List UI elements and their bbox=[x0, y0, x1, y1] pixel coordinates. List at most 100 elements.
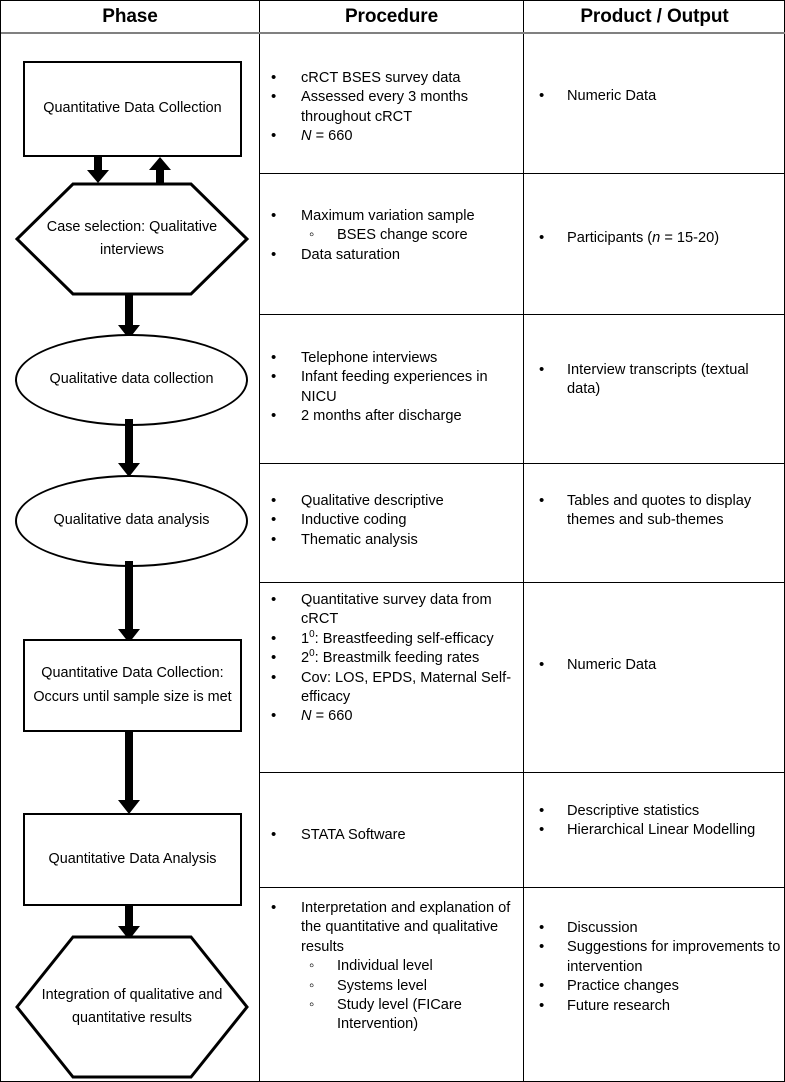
phase-ellipse-qualitative-data-collection: Qualitative data collection bbox=[15, 334, 248, 426]
product-cell-row2: Participants (n = 15-20) bbox=[523, 228, 785, 248]
phase-box-quantitative-data-collection-2: Quantitative Data Collection: Occurs unt… bbox=[23, 639, 242, 732]
bullet-list: Descriptive statistics Hierarchical Line… bbox=[523, 801, 785, 841]
label-text: Participants ( bbox=[567, 230, 653, 246]
procedure-cell-row2: Maximum variation sample BSES change sco… bbox=[259, 206, 523, 265]
phase-hexagon-label-2: Integration of qualitative and quantitat… bbox=[41, 986, 223, 1026]
bullet-list: cRCT BSES survey data Assessed every 3 m… bbox=[259, 68, 523, 147]
phase-box-quantitative-data-analysis: Quantitative Data Analysis bbox=[23, 813, 242, 906]
list-item: Discussion bbox=[523, 918, 785, 938]
row-divider-6 bbox=[259, 887, 785, 888]
procedure-cell-row6: STATA Software bbox=[259, 825, 523, 845]
row-divider-4 bbox=[259, 582, 785, 583]
bullet-list: Maximum variation sample BSES change sco… bbox=[259, 206, 523, 265]
list-item: Hierarchical Linear Modelling bbox=[523, 820, 785, 840]
bullet-list: Participants (n = 15-20) bbox=[523, 228, 785, 248]
row-divider-3 bbox=[259, 463, 785, 464]
table-header-row: Phase Procedure Product / Output bbox=[1, 1, 785, 34]
italic-n: N bbox=[301, 708, 312, 725]
product-cell-row3: Interview transcripts (textual data) bbox=[523, 360, 785, 400]
list-item: Maximum variation sample BSES change sco… bbox=[259, 206, 523, 246]
product-cell-row1: Numeric Data bbox=[523, 86, 785, 106]
arrow-down-6 bbox=[116, 904, 142, 940]
phase-ellipse-label: Qualitative data collection bbox=[49, 371, 214, 388]
sub-list-item: Systems level bbox=[301, 976, 523, 996]
phase-ellipse-label-2: Qualitative data analysis bbox=[53, 512, 210, 529]
phase-hexagon-integration: Integration of qualitative and quantitat… bbox=[15, 935, 249, 1079]
list-item: Future research bbox=[523, 996, 785, 1016]
bullet-list: Telephone interviews Infant feeding expe… bbox=[259, 348, 523, 427]
column-divider-2 bbox=[523, 34, 524, 1082]
list-item: Interview transcripts (textual data) bbox=[523, 360, 785, 400]
value-text: = 660 bbox=[311, 708, 353, 725]
list-item: Telephone interviews bbox=[259, 348, 523, 368]
arrow-down-5 bbox=[116, 730, 142, 814]
arrow-down-2 bbox=[116, 295, 142, 339]
phase-hexagon-label: Case selection: Qualitative interviews bbox=[46, 218, 218, 258]
list-item: Suggestions for improvements to interven… bbox=[523, 937, 785, 977]
list-item: Qualitative descriptive bbox=[259, 491, 523, 511]
superscript-zero: 0 bbox=[309, 628, 315, 640]
list-item: Tables and quotes to display themes and … bbox=[523, 491, 785, 531]
list-item: Interpretation and explanation of the qu… bbox=[259, 898, 523, 1035]
list-item: 2 months after discharge bbox=[259, 406, 523, 426]
list-item: N = 660 bbox=[259, 126, 523, 146]
objective-text: : Breastmilk feeding rates bbox=[314, 650, 480, 667]
bullet-list: Tables and quotes to display themes and … bbox=[523, 491, 785, 531]
phase-box-label-2: Quantitative Data Collection: Occurs unt… bbox=[33, 665, 232, 705]
product-cell-row5: Numeric Data bbox=[523, 655, 785, 675]
list-item: Infant feeding experiences in NICU bbox=[259, 367, 523, 407]
sub-list-item: Individual level bbox=[301, 956, 523, 976]
objective-text: : Breastfeeding self-efficacy bbox=[314, 630, 494, 647]
bullet-list: Numeric Data bbox=[523, 655, 785, 675]
list-item-text: Maximum variation sample bbox=[301, 208, 475, 224]
list-item: Data saturation bbox=[259, 245, 523, 265]
phase-ellipse-qualitative-data-analysis: Qualitative data analysis bbox=[15, 475, 248, 567]
sub-list-item: BSES change score bbox=[301, 225, 523, 245]
procedure-cell-row3: Telephone interviews Infant feeding expe… bbox=[259, 348, 523, 427]
list-item-text: Interpretation and explanation of the qu… bbox=[301, 900, 511, 955]
sub-list-item: Study level (FICare Intervention) bbox=[301, 995, 523, 1035]
procedure-cell-row1: cRCT BSES survey data Assessed every 3 m… bbox=[259, 68, 523, 147]
list-item: Participants (n = 15-20) bbox=[523, 228, 785, 248]
arrow-up-feedback-1 bbox=[147, 157, 173, 183]
list-item: Thematic analysis bbox=[259, 530, 523, 550]
phase-box-label-3: Quantitative Data Analysis bbox=[48, 850, 217, 867]
bullet-list: Interview transcripts (textual data) bbox=[523, 360, 785, 400]
arrow-down-3 bbox=[116, 419, 142, 477]
sub-bullet-list: Individual level Systems level Study lev… bbox=[301, 956, 523, 1035]
procedure-cell-row4: Qualitative descriptive Inductive coding… bbox=[259, 491, 523, 550]
list-item: Cov: LOS, EPDS, Maternal Self-efficacy bbox=[259, 668, 523, 708]
row-divider-2 bbox=[259, 314, 785, 315]
product-cell-row7: Discussion Suggestions for improvements … bbox=[523, 918, 785, 1016]
procedure-cell-row5: Quantitative survey data from cRCT 10: B… bbox=[259, 590, 523, 727]
list-item: Assessed every 3 months throughout cRCT bbox=[259, 87, 523, 127]
list-item: Numeric Data bbox=[523, 86, 785, 106]
header-cell-product-output: Product / Output bbox=[523, 1, 785, 32]
list-item: 20: Breastmilk feeding rates bbox=[259, 648, 523, 668]
bullet-list: Qualitative descriptive Inductive coding… bbox=[259, 491, 523, 550]
row-divider-5 bbox=[259, 772, 785, 773]
product-cell-row6: Descriptive statistics Hierarchical Line… bbox=[523, 801, 785, 841]
procedure-cell-row7: Interpretation and explanation of the qu… bbox=[259, 898, 523, 1035]
bullet-list: Quantitative survey data from cRCT 10: B… bbox=[259, 590, 523, 727]
phase-box-label: Quantitative Data Collection bbox=[43, 100, 222, 117]
list-item: N = 660 bbox=[259, 706, 523, 726]
arrow-down-1 bbox=[85, 157, 111, 183]
list-item: Practice changes bbox=[523, 976, 785, 996]
superscript-zero: 0 bbox=[309, 648, 315, 660]
italic-n: n bbox=[652, 230, 661, 246]
list-item: Descriptive statistics bbox=[523, 801, 785, 821]
list-item: 10: Breastfeeding self-efficacy bbox=[259, 628, 523, 649]
arrow-down-4 bbox=[116, 561, 142, 643]
list-item: Inductive coding bbox=[259, 510, 523, 530]
product-cell-row4: Tables and quotes to display themes and … bbox=[523, 491, 785, 531]
phase-box-quantitative-data-collection: Quantitative Data Collection bbox=[23, 61, 242, 157]
value-text: = 15-20) bbox=[660, 230, 720, 246]
row-divider-1 bbox=[259, 173, 785, 174]
list-item: cRCT BSES survey data bbox=[259, 68, 523, 88]
bullet-list: Discussion Suggestions for improvements … bbox=[523, 918, 785, 1016]
italic-n: N bbox=[301, 128, 312, 145]
objective-number: 1 bbox=[301, 630, 310, 647]
header-cell-phase: Phase bbox=[102, 5, 158, 27]
